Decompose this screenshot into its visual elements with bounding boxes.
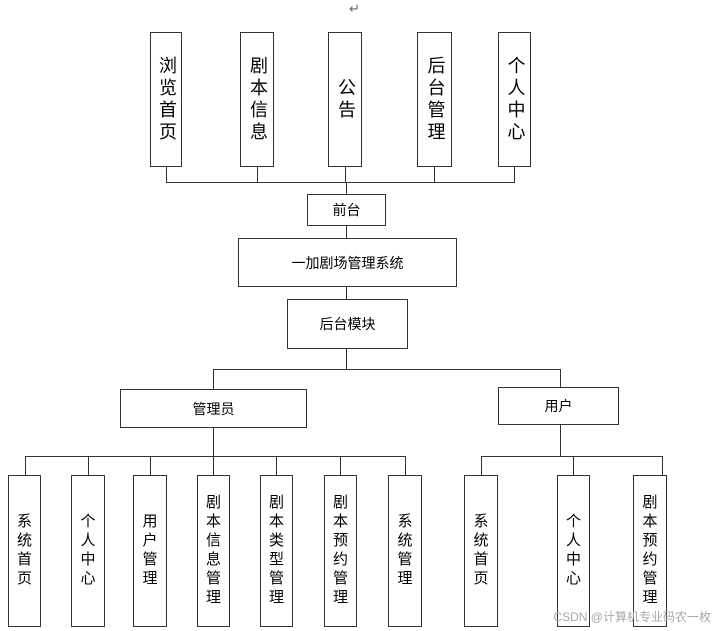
connector-top-v4 (434, 167, 435, 183)
admin-item-system-manage: 系统管理 (388, 475, 422, 627)
connector-admin-v1 (25, 456, 26, 475)
connector-admin-v7 (405, 456, 406, 475)
frontend-node: 前台 (307, 194, 386, 226)
connector-top-v5 (514, 167, 515, 183)
connector-user-v2 (573, 456, 574, 475)
top-item-browse-home: 浏览首页 (150, 32, 182, 167)
connector-top-v3 (345, 167, 346, 183)
system-node: 一加剧场管理系统 (238, 238, 457, 287)
connector-to-admin (213, 369, 214, 389)
connector-top-v2 (257, 167, 258, 183)
connector-admin-v5 (276, 456, 277, 475)
connector-bus-frontend (346, 182, 347, 194)
connector-to-user (560, 369, 561, 387)
connector-user-down (560, 425, 561, 456)
connector-role-bus (213, 369, 561, 370)
connector-backend-down (346, 349, 347, 369)
connector-admin-v3 (150, 456, 151, 475)
connector-top-bus (166, 182, 515, 183)
watermark-text: CSDN @计算机专业码农一枚 (553, 610, 711, 624)
connector-user-v1 (481, 456, 482, 475)
admin-node: 管理员 (120, 389, 307, 428)
connector-admin-v4 (213, 456, 214, 475)
connector-admin-down (213, 428, 214, 456)
connector-admin-v2 (88, 456, 89, 475)
user-node: 用户 (498, 387, 619, 425)
connector-admin-bus (25, 456, 406, 457)
paragraph-mark: ↵ (349, 2, 360, 17)
user-item-script-booking-manage: 剧本预约管理 (633, 475, 667, 627)
top-item-announcement: 公告 (328, 32, 362, 167)
admin-item-script-type-manage: 剧本类型管理 (260, 475, 293, 627)
admin-item-user-manage: 用户管理 (133, 475, 167, 627)
user-item-system-home: 系统首页 (464, 475, 498, 627)
connector-user-bus (481, 456, 663, 457)
connector-admin-v6 (340, 456, 341, 475)
admin-item-script-info-manage: 剧本信息管理 (197, 475, 230, 627)
connector-system-backend (346, 287, 347, 299)
connector-top-v1 (166, 167, 167, 183)
user-item-personal-center: 个人中心 (557, 475, 590, 627)
top-item-script-info: 剧本信息 (240, 32, 274, 167)
connector-user-v3 (662, 456, 663, 475)
admin-item-personal-center: 个人中心 (71, 475, 105, 627)
top-item-personal-center: 个人中心 (498, 32, 531, 167)
connector-frontend-system (346, 226, 347, 238)
backend-node: 后台模块 (287, 299, 408, 349)
admin-item-system-home: 系统首页 (8, 475, 41, 627)
admin-item-script-booking-manage: 剧本预约管理 (324, 475, 357, 627)
top-item-backend-manage: 后台管理 (417, 32, 452, 167)
